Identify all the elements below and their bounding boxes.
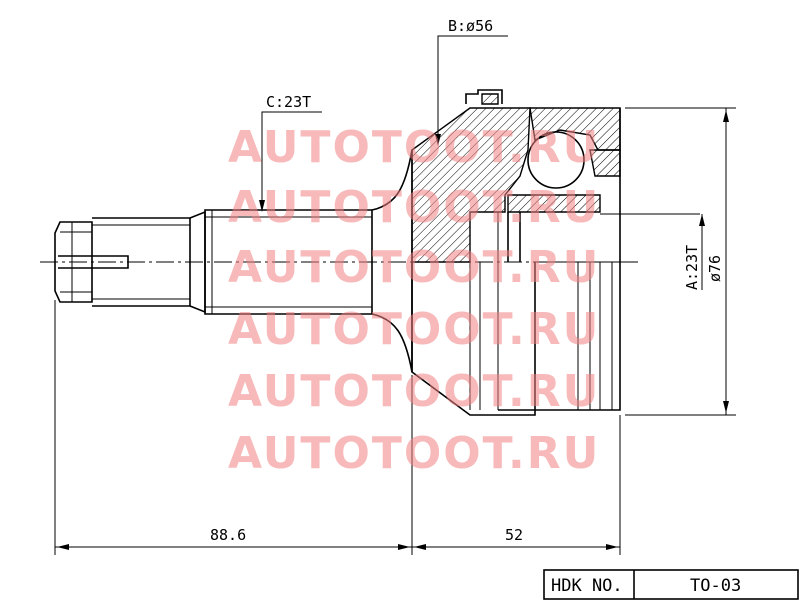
- dim-a-label: A:23T: [683, 245, 701, 290]
- title-block-value: TO-03: [690, 576, 741, 596]
- watermark-text: AUTOTOOT.RU: [228, 242, 600, 293]
- bell-housing: [411, 107, 621, 416]
- dim-d-label: ø76: [706, 255, 724, 282]
- watermark-text: AUTOTOOT.RU: [228, 182, 600, 233]
- boot-clamp: [465, 89, 503, 105]
- dim-shaft-length: 88.6: [210, 526, 246, 544]
- dim-b-label: B:ø56: [448, 17, 493, 35]
- dimension-lines: [54, 35, 736, 555]
- title-block: HDK NO. TO-03: [543, 569, 799, 600]
- dim-c-label: C:23T: [266, 93, 311, 111]
- watermark-text: AUTOTOOT.RU: [228, 428, 600, 479]
- watermark: AUTOTOOT.RU AUTOTOOT.RU AUTOTOOT.RU AUTO…: [228, 122, 600, 479]
- shaft-end: [54, 221, 129, 303]
- dim-housing-length: 52: [505, 526, 523, 544]
- watermark-text: AUTOTOOT.RU: [228, 304, 600, 355]
- title-block-label: HDK NO.: [551, 576, 623, 596]
- watermark-text: AUTOTOOT.RU: [228, 122, 600, 173]
- watermark-text: AUTOTOOT.RU: [228, 366, 600, 417]
